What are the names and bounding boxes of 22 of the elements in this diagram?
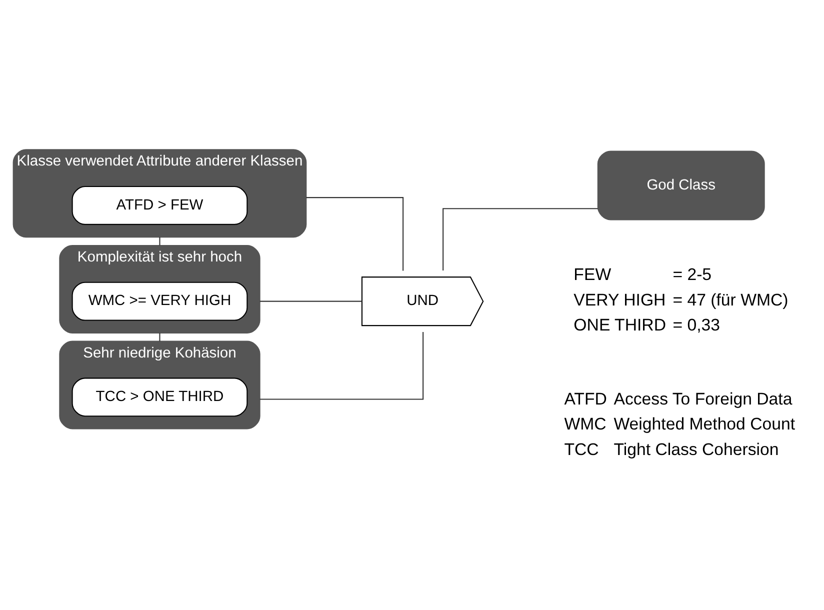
- connector: [442, 208, 598, 270]
- label: Access To Foreign Data: [614, 389, 792, 408]
- label: = 2-5: [672, 265, 712, 284]
- node-box: TCC > ONE THIRD: [72, 378, 248, 417]
- connector: [260, 300, 362, 302]
- label: Tight Class Cohersion: [614, 440, 779, 459]
- node-box: God Class: [597, 150, 765, 220]
- connector: [260, 332, 424, 400]
- connector: [159, 237, 160, 246]
- connector: [159, 332, 160, 342]
- label: = 0,33: [672, 316, 720, 335]
- label: WMC: [564, 414, 606, 434]
- node-box: ATFD > FEW: [72, 186, 248, 225]
- label: ATFD: [564, 389, 607, 408]
- label: TCC: [564, 440, 599, 459]
- label: FEW: [574, 265, 612, 284]
- label: ONE THIRD: [574, 316, 666, 335]
- node-box: WMC >= VERY HIGH: [72, 282, 248, 321]
- label: Weighted Method Count: [614, 414, 796, 434]
- label: VERY HIGH: [574, 290, 666, 310]
- label: = 47 (für WMC): [672, 290, 788, 310]
- connector: [306, 197, 404, 271]
